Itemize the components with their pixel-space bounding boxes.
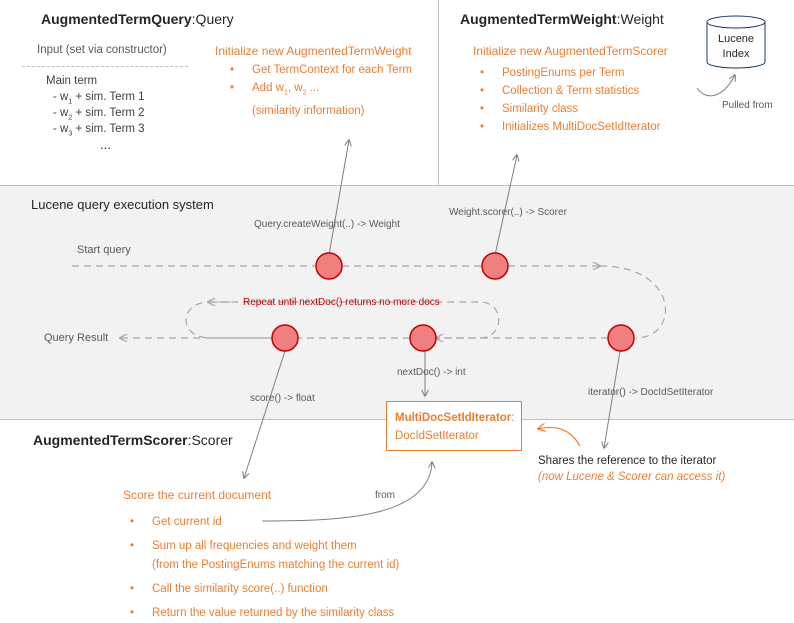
query-init-item: Get TermContext for each Term: [230, 61, 412, 79]
iterator-type: DocIdSetIterator: [395, 430, 479, 442]
term-1: - w1 + sim. Term 1: [53, 91, 145, 106]
create-weight-label: Query.createWeight(..) -> Weight: [254, 219, 400, 230]
term-2: - w2 + sim. Term 2: [53, 107, 145, 122]
weight-scorer-label: Weight.scorer(..) -> Scorer: [449, 207, 567, 218]
node-iterator: [607, 324, 635, 352]
input-label: Input (set via constructor): [37, 44, 167, 56]
score-arrow: [244, 350, 286, 478]
pulled-arrow: [696, 75, 735, 97]
weight-title: AugmentedTermWeight:Weight: [460, 11, 664, 27]
start-query-label: Start query: [77, 244, 131, 256]
shares-line1: Shares the reference to the iterator: [538, 455, 717, 467]
weight-init-item: Similarity class: [480, 100, 661, 118]
weight-init-item: Initializes MultiDocSetIdIterator: [480, 118, 661, 136]
dashed-flow: [72, 265, 667, 339]
iterator-name: MultiDocSetIdIterator:: [395, 412, 515, 424]
scorer-item: Sum up all frequencies and weight them(f…: [130, 537, 399, 575]
scorer-item: Call the similarity score(..) function: [130, 580, 399, 599]
weight-scorer-arrow: [494, 155, 517, 256]
weight-init-list: PostingEnums per Term Collection & Term …: [480, 64, 661, 136]
flow-curve-down: [599, 265, 667, 339]
input-separator: [22, 66, 188, 67]
scorer-item: Return the value returned by the similar…: [130, 604, 399, 623]
query-init-item-add: Add w1, w2 ...: [230, 79, 412, 102]
system-title: Lucene query execution system: [31, 197, 214, 212]
node-create-weight: [315, 252, 343, 280]
weight-init-header: Initialize new AugmentedTermScorer: [473, 44, 668, 58]
execution-system-band: [0, 185, 794, 420]
repeat-label: Repeat until nextDoc() returns no more d…: [243, 297, 440, 308]
weight-init-item: PostingEnums per Term: [480, 64, 661, 82]
node-weight-scorer: [481, 252, 509, 280]
query-init-header: Initialize new AugmentedTermWeight: [215, 44, 412, 58]
from-label: from: [375, 490, 395, 501]
section-divider: [438, 0, 439, 186]
scorer-header: Score the current document: [123, 488, 272, 502]
score-label: score() -> float: [250, 393, 315, 404]
query-title: AugmentedTermQuery:Query: [41, 11, 234, 27]
shares-arrow: [538, 427, 581, 447]
nextdoc-label: nextDoc() -> int: [397, 367, 466, 378]
repeat-loop: [185, 301, 500, 339]
node-score: [271, 324, 299, 352]
term-3: - w3 + sim. Term 3: [53, 123, 145, 138]
terms-ellipsis: ...: [100, 137, 111, 152]
pulled-from-label: Pulled from: [722, 100, 773, 111]
scorer-list: Get current id Sum up all frequencies an…: [130, 513, 399, 623]
query-init-add-note: (similarity information): [252, 105, 365, 118]
shares-line2: (now Lucene & Scorer can access it): [538, 471, 726, 483]
iterator-label: iterator() -> DocIdSetIterator: [588, 387, 714, 398]
query-init-list: Get TermContext for each Term Add w1, w2…: [230, 61, 412, 120]
iterator-arrow: [604, 350, 621, 448]
flow-nodes: [271, 252, 635, 352]
main-term: Main term: [46, 75, 98, 87]
scorer-item: Get current id: [130, 513, 399, 532]
lucene-index-icon: [706, 15, 766, 69]
node-nextdoc: [409, 324, 437, 352]
query-result-label: Query Result: [44, 332, 109, 344]
iterator-box: MultiDocSetIdIterator: DocIdSetIterator: [386, 401, 522, 451]
scorer-title: AugmentedTermScorer:Scorer: [33, 432, 233, 448]
create-weight-arrow: [328, 140, 349, 256]
weight-init-item: Collection & Term statistics: [480, 82, 661, 100]
